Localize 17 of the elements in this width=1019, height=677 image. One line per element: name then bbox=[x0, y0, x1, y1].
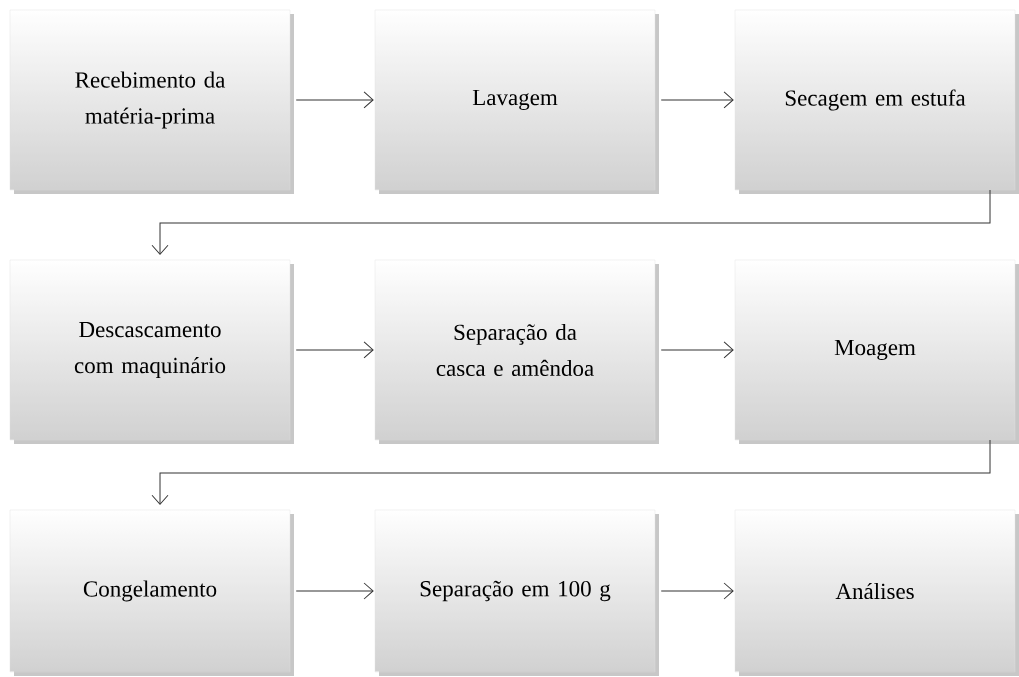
arrow bbox=[295, 582, 374, 600]
process-box: Recebimento da matéria-prima bbox=[9, 9, 294, 194]
process-box: Separação da casca e amêndoa bbox=[374, 259, 659, 444]
arrow bbox=[151, 189, 991, 255]
arrow bbox=[151, 439, 991, 505]
process-box: Separação em 100 g bbox=[374, 509, 659, 676]
arrow bbox=[660, 91, 734, 109]
arrow bbox=[660, 341, 734, 359]
process-box: Análises bbox=[734, 509, 1019, 676]
process-box: Descascamento com maquinário bbox=[9, 259, 294, 444]
arrow bbox=[660, 582, 734, 600]
process-box: Lavagem bbox=[374, 9, 659, 194]
process-box: Moagem bbox=[734, 259, 1019, 444]
process-box: Congelamento bbox=[9, 509, 294, 676]
arrow bbox=[295, 341, 374, 359]
arrow bbox=[295, 91, 374, 109]
process-box: Secagem em estufa bbox=[734, 9, 1019, 194]
